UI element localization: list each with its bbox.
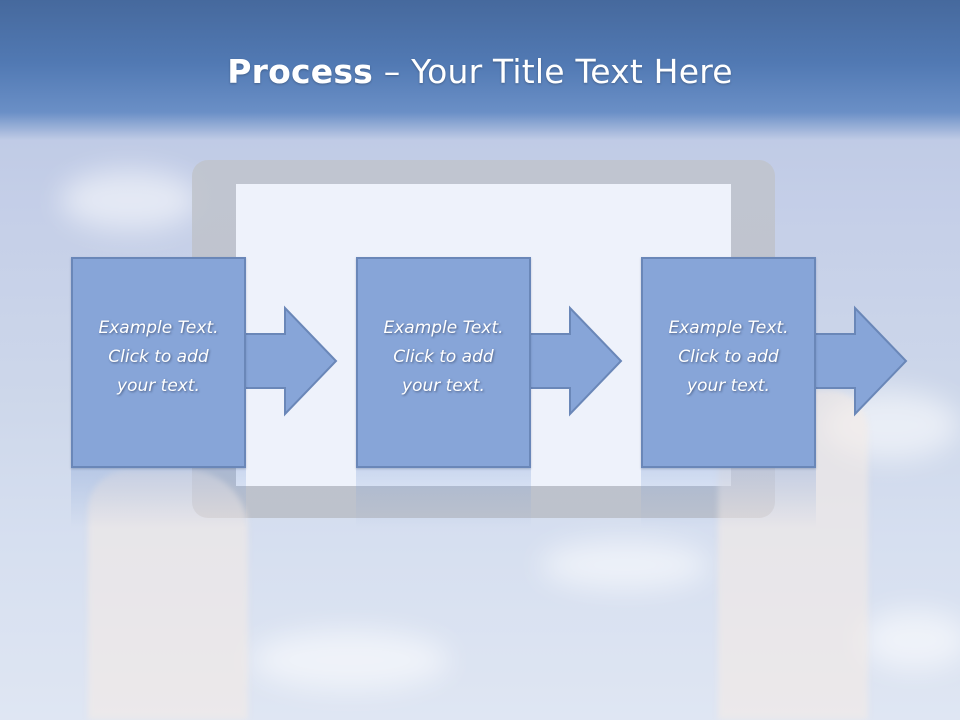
- arrow-right-icon: [524, 305, 623, 417]
- arrow-right-icon: [809, 305, 908, 417]
- process-step-3[interactable]: Example Text. Click to add your text.: [641, 257, 816, 468]
- step-reflection: [641, 468, 816, 528]
- slide-title[interactable]: Process – Your Title Text Here: [0, 52, 960, 91]
- step-text: Example Text. Click to add your text.: [668, 318, 789, 396]
- step-reflection: [71, 468, 246, 528]
- title-rest-part: – Your Title Text Here: [373, 52, 733, 91]
- process-step-2[interactable]: Example Text. Click to add your text.: [356, 257, 531, 468]
- process-step-1[interactable]: Example Text. Click to add your text.: [71, 257, 246, 468]
- arrow-right-icon: [239, 305, 338, 417]
- left-hand-image: [88, 470, 248, 720]
- step-reflection: [356, 468, 531, 528]
- cloud: [540, 540, 710, 590]
- cloud: [250, 630, 450, 690]
- step-text: Example Text. Click to add your text.: [383, 318, 504, 396]
- step-text: Example Text. Click to add your text.: [98, 318, 219, 396]
- title-bold-part: Process: [227, 52, 374, 91]
- cloud: [860, 610, 960, 670]
- cloud: [60, 170, 200, 230]
- title-bar: [0, 0, 960, 140]
